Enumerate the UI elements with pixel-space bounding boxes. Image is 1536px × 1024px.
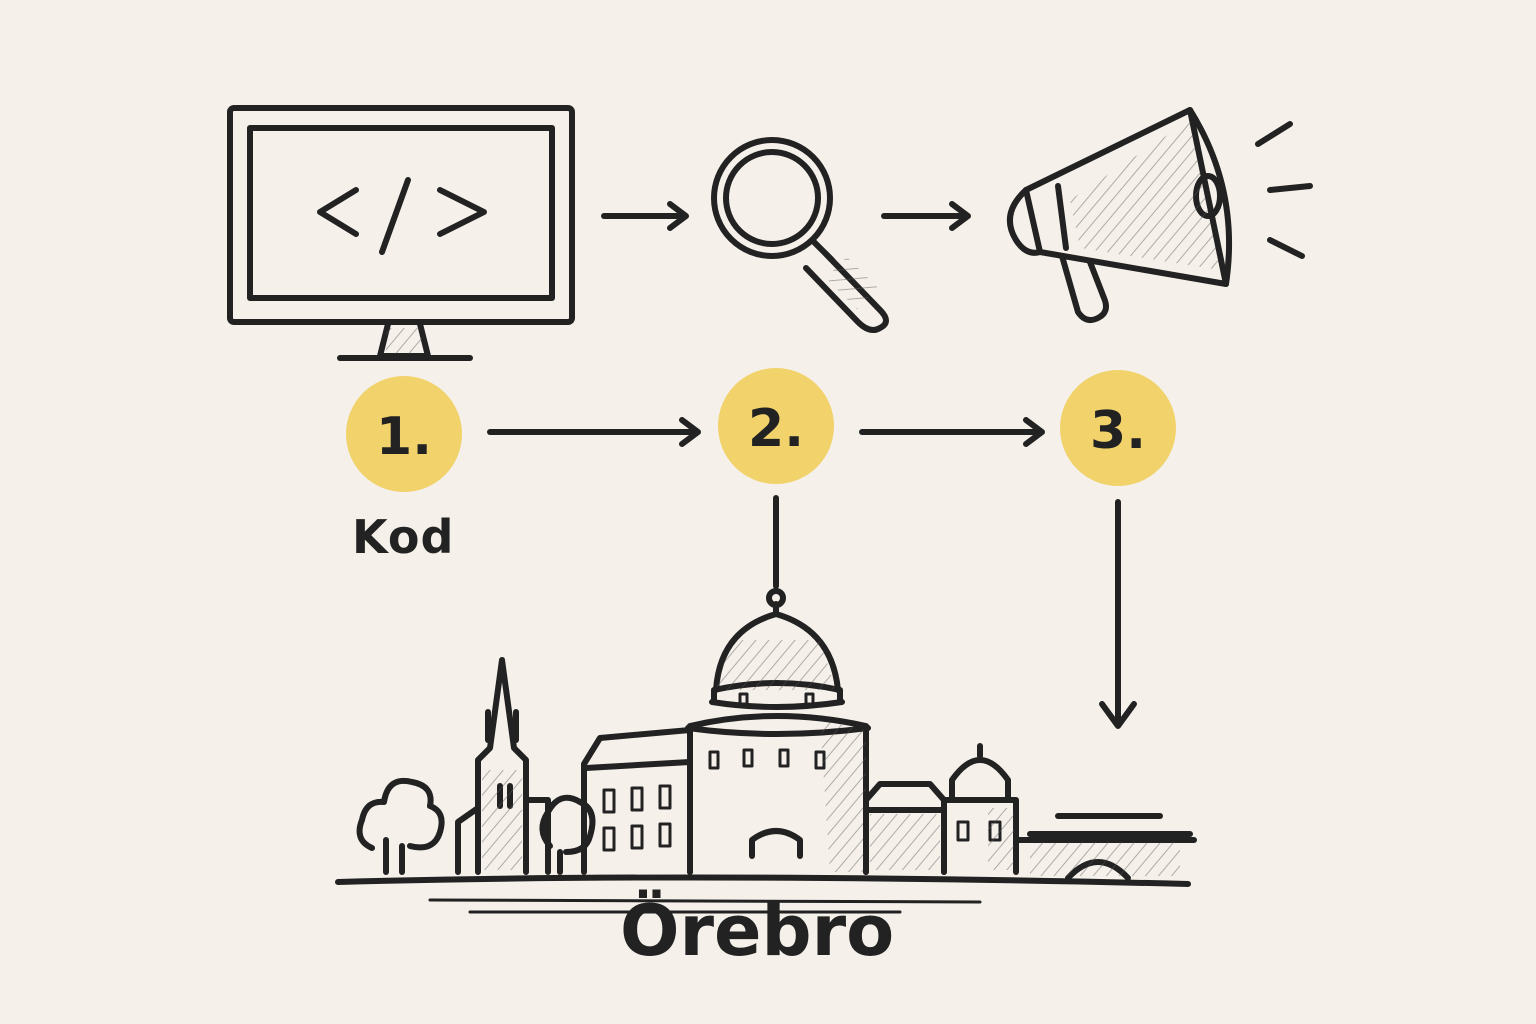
arrow-top-2: [881, 201, 971, 231]
step-1-number: 1.: [376, 407, 432, 467]
orebro-skyline-icon: [335, 588, 1197, 914]
step-1: 1.: [346, 376, 462, 492]
magnifier-icon: [711, 137, 889, 333]
arrow-mid-1: [487, 417, 701, 447]
step-3: 3.: [1060, 370, 1176, 486]
arrow-mid-2: [859, 417, 1045, 447]
arrow-step3-down: [1099, 499, 1137, 729]
city-label: Örebro: [620, 890, 895, 972]
monitor-code-icon: [227, 105, 575, 361]
step-2: 2.: [718, 368, 834, 484]
step-2-number: 2.: [748, 399, 804, 459]
megaphone-icon: [1006, 107, 1313, 323]
step-3-number: 3.: [1090, 401, 1146, 461]
step-1-label: Kod: [352, 510, 455, 564]
arrow-top-1: [601, 201, 689, 231]
